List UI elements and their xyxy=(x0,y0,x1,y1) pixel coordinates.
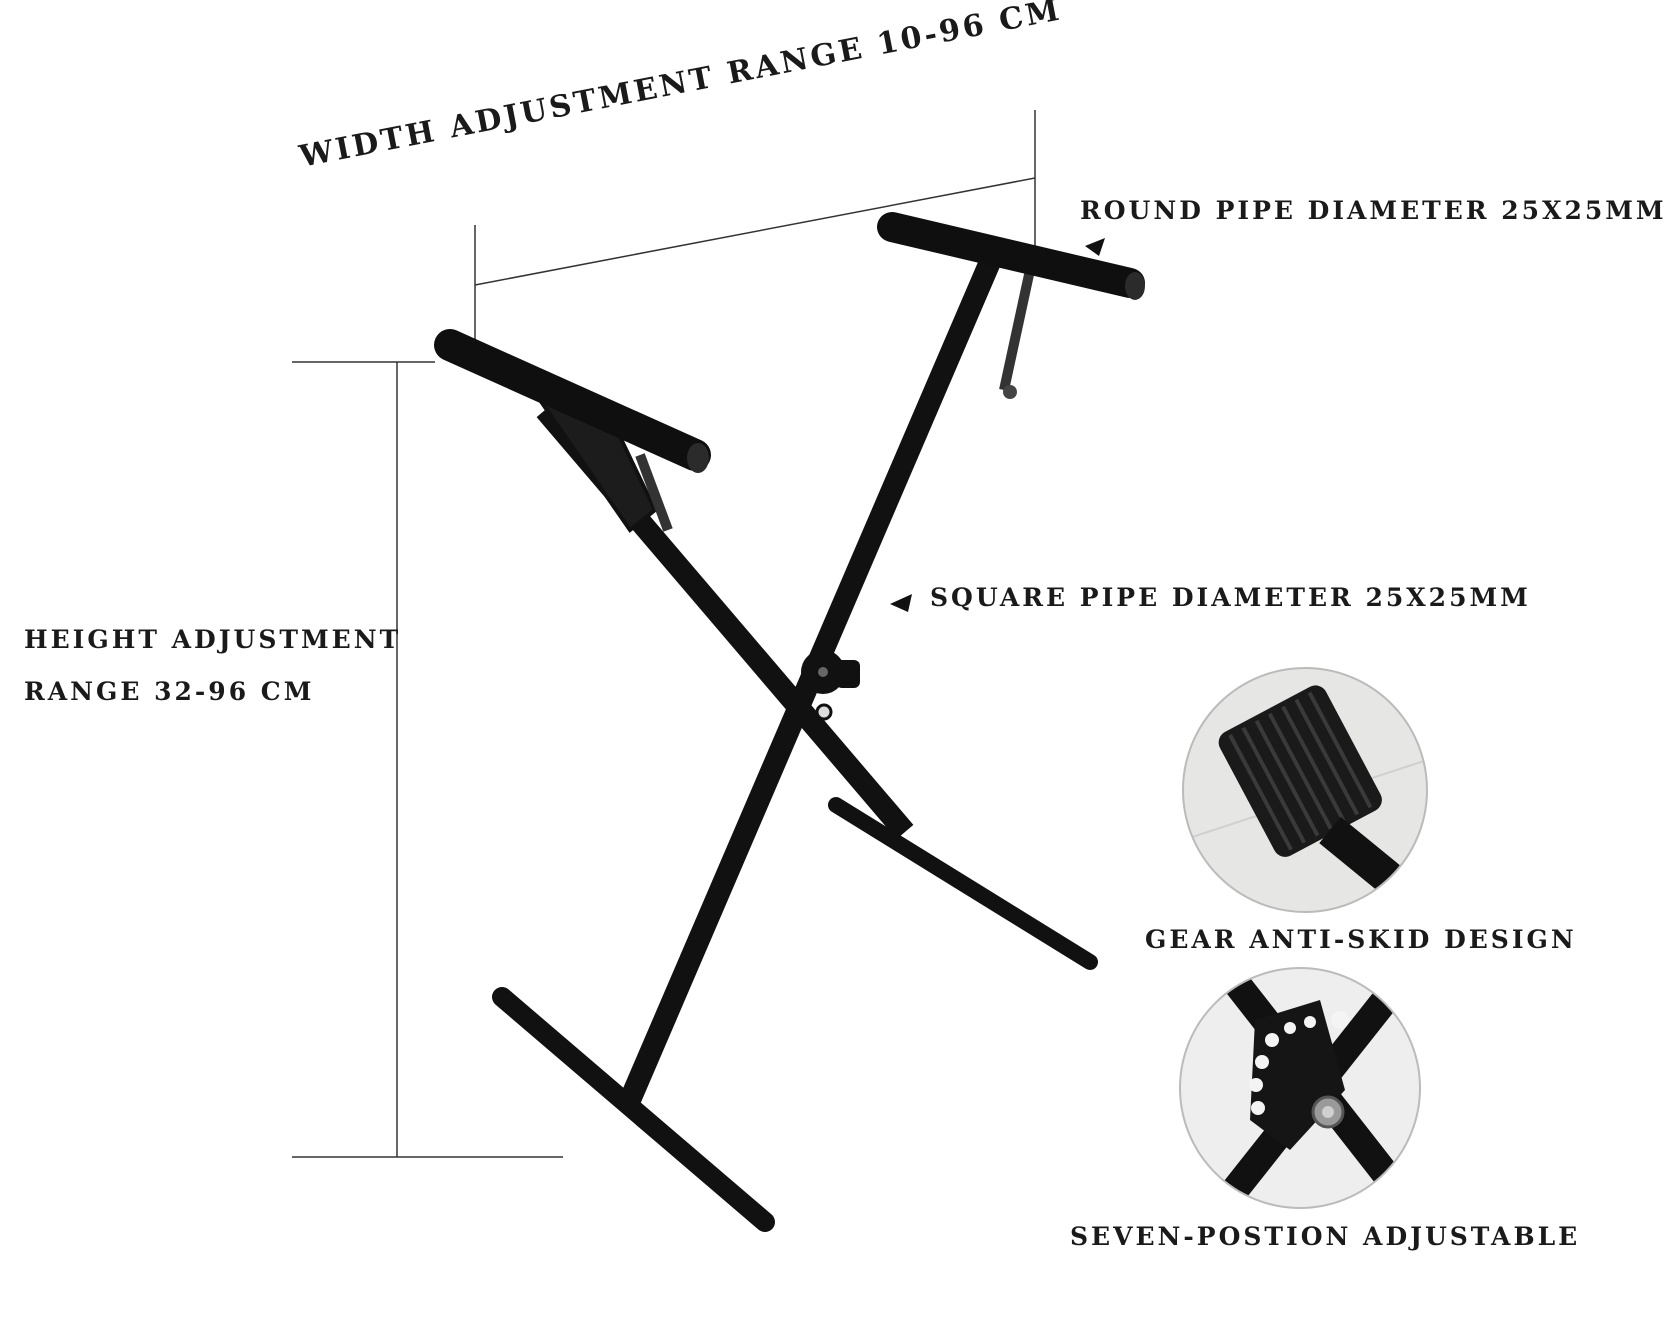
center-pivot xyxy=(801,650,860,721)
top-right-arm xyxy=(877,212,1145,300)
gear-detail-image xyxy=(1182,667,1428,913)
arrowhead-icon xyxy=(890,594,912,612)
height-dimension xyxy=(292,361,563,1158)
gear-anti-skid-label: GEAR ANTI-SKID DESIGN xyxy=(1145,925,1577,954)
keyboard-stand-diagram xyxy=(292,110,1428,1232)
foot-front xyxy=(492,987,775,1232)
seven-position-label: SEVEN-POSTION ADJUSTABLE xyxy=(1070,1222,1581,1251)
right-knob xyxy=(1003,385,1017,399)
round-pipe-label: ROUND PIPE DIAMETER 25X25MM xyxy=(1080,196,1667,225)
height-range-label: RANGE 32-96 CM xyxy=(24,677,315,706)
left-knob xyxy=(656,544,674,562)
stand-frame xyxy=(535,257,1035,1105)
left-bracket xyxy=(635,453,673,532)
foot-back xyxy=(828,797,1098,970)
arrowhead-icon xyxy=(1085,238,1105,256)
seven-position-detail-image xyxy=(1179,967,1421,1209)
height-adjustment-label: HEIGHT ADJUSTMENT xyxy=(24,625,402,654)
width-dimension xyxy=(474,110,1036,360)
top-left-arm xyxy=(434,329,711,473)
square-pipe-label: SQUARE PIPE DIAMETER 25X25MM xyxy=(930,583,1531,612)
